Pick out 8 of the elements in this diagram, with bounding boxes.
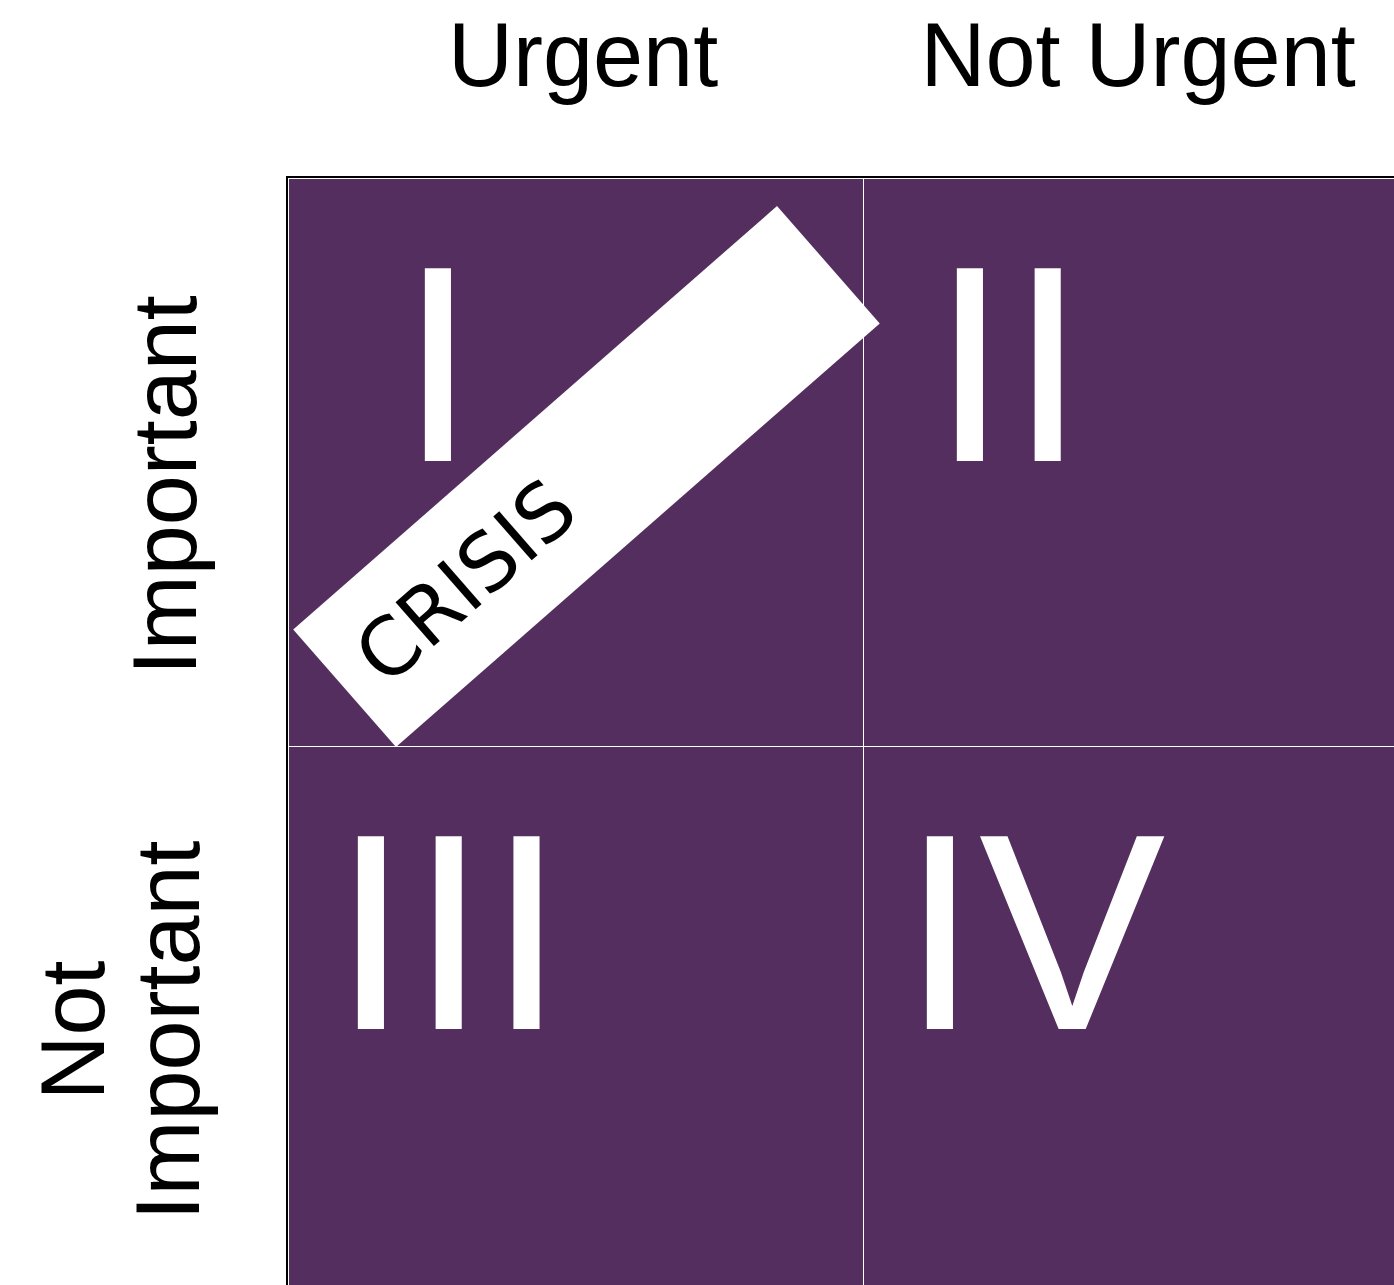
quadrant-numeral: I (399, 259, 477, 469)
quadrant-panel (288, 746, 864, 1285)
quadrant-numeral: II (931, 259, 1087, 469)
quadrant-panel (863, 746, 1394, 1285)
quadrant-panel (863, 178, 1394, 747)
row-heading: Important (117, 294, 213, 675)
quadrant-numeral: III (332, 827, 566, 1037)
quadrant-numeral: IV (901, 827, 1166, 1037)
